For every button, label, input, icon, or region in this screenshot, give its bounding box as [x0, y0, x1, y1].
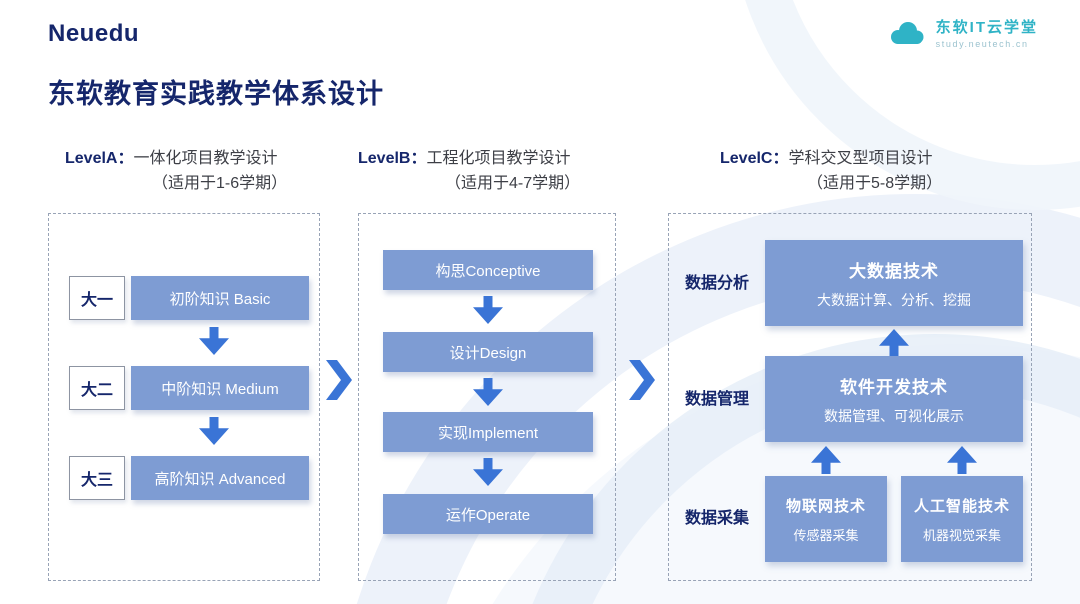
grade-box: 大三 [69, 456, 125, 500]
level-c-subheading: （适用于5-8学期） [807, 175, 943, 192]
level-c-header: LevelC：学科交叉型项目设计 （适用于5-8学期） [720, 146, 942, 196]
level-a-label: LevelA： [65, 150, 134, 167]
level-a-row: 大三 高阶知识 Advanced [69, 456, 309, 500]
level-b-heading: 工程化项目教学设计 [426, 150, 571, 167]
neuedu-logo: Neuedu [48, 20, 140, 47]
level-b-subheading: （适用于4-7学期） [445, 175, 581, 192]
page-title: 东软教育实践教学体系设计 [48, 79, 384, 109]
layer-label-management: 数据管理 [685, 391, 750, 408]
knowledge-box: 中阶知识 Medium [131, 366, 309, 410]
arrow-up-icon [947, 446, 977, 474]
step-box: 实现Implement [383, 412, 593, 452]
level-b-header: LevelB：工程化项目教学设计 （适用于4-7学期） [358, 146, 580, 196]
arrow-down-icon [199, 327, 229, 355]
layer-label-collection: 数据采集 [685, 510, 750, 527]
knowledge-box: 初阶知识 Basic [131, 276, 309, 320]
level-b-header-line: LevelB：工程化项目教学设计 [358, 146, 580, 171]
level-a-panel: 大一 初阶知识 Basic 大二 中阶知识 Medium 大三 高阶知识 Adv… [48, 213, 320, 581]
knowledge-box: 高阶知识 Advanced [131, 456, 309, 500]
step-box: 设计Design [383, 332, 593, 372]
tech-box-subtitle: 数据管理、可视化展示 [824, 407, 964, 424]
cloud-icon [890, 21, 924, 44]
arrow-up-icon [811, 446, 841, 474]
level-a-row: 大一 初阶知识 Basic [69, 276, 309, 320]
tech-box-title: 软件开发技术 [840, 377, 948, 397]
arrow-down-icon [473, 296, 503, 324]
step-box: 运作Operate [383, 494, 593, 534]
brand-text: 东软IT云学堂 study.neutech.cn [936, 16, 1038, 49]
step-box: 构思Conceptive [383, 250, 593, 290]
tech-box-iot: 物联网技术 传感器采集 [765, 476, 887, 562]
tech-box-title: 物联网技术 [785, 497, 866, 515]
layer-label-analysis: 数据分析 [685, 275, 750, 292]
arrow-down-icon [199, 417, 229, 445]
tech-box-title: 大数据技术 [849, 261, 939, 281]
level-a-header-line: LevelA：一体化项目教学设计 [65, 146, 287, 171]
grade-box: 大一 [69, 276, 125, 320]
level-b-label: LevelB： [358, 150, 427, 167]
arrow-up-icon [879, 329, 909, 357]
level-a-row: 大二 中阶知识 Medium [69, 366, 309, 410]
arrow-down-icon [473, 378, 503, 406]
tech-box-subtitle: 机器视觉采集 [922, 527, 1001, 543]
level-c-label: LevelC： [720, 150, 789, 167]
brand-url: study.neutech.cn [935, 39, 1029, 49]
level-a-heading: 一体化项目教学设计 [133, 150, 278, 167]
tech-box-ai: 人工智能技术 机器视觉采集 [901, 476, 1023, 562]
tech-box-software: 软件开发技术 数据管理、可视化展示 [765, 356, 1023, 442]
level-a-header: LevelA：一体化项目教学设计 （适用于1-6学期） [65, 146, 287, 196]
tech-box-title: 人工智能技术 [913, 497, 1010, 515]
tech-box-subtitle: 大数据计算、分析、挖掘 [817, 291, 971, 308]
level-a-subheading: （适用于1-6学期） [152, 175, 288, 192]
tech-box-bigdata: 大数据技术 大数据计算、分析、挖掘 [765, 240, 1023, 326]
chevron-right-icon [629, 360, 655, 400]
grade-box: 大二 [69, 366, 125, 410]
tech-box-subtitle: 传感器采集 [793, 527, 859, 543]
level-c-heading: 学科交叉型项目设计 [788, 150, 933, 167]
brand-block: 东软IT云学堂 study.neutech.cn [884, 16, 1038, 49]
arrow-down-icon [473, 458, 503, 486]
brand-name: 东软IT云学堂 [935, 19, 1038, 36]
level-c-panel: 数据分析 数据管理 数据采集 大数据技术 大数据计算、分析、挖掘 软件开发技术 … [668, 213, 1032, 581]
level-c-header-line: LevelC：学科交叉型项目设计 [720, 146, 942, 171]
chevron-right-icon [326, 360, 352, 400]
level-b-panel: 构思Conceptive 设计Design 实现Implement 运作Oper… [358, 213, 616, 581]
